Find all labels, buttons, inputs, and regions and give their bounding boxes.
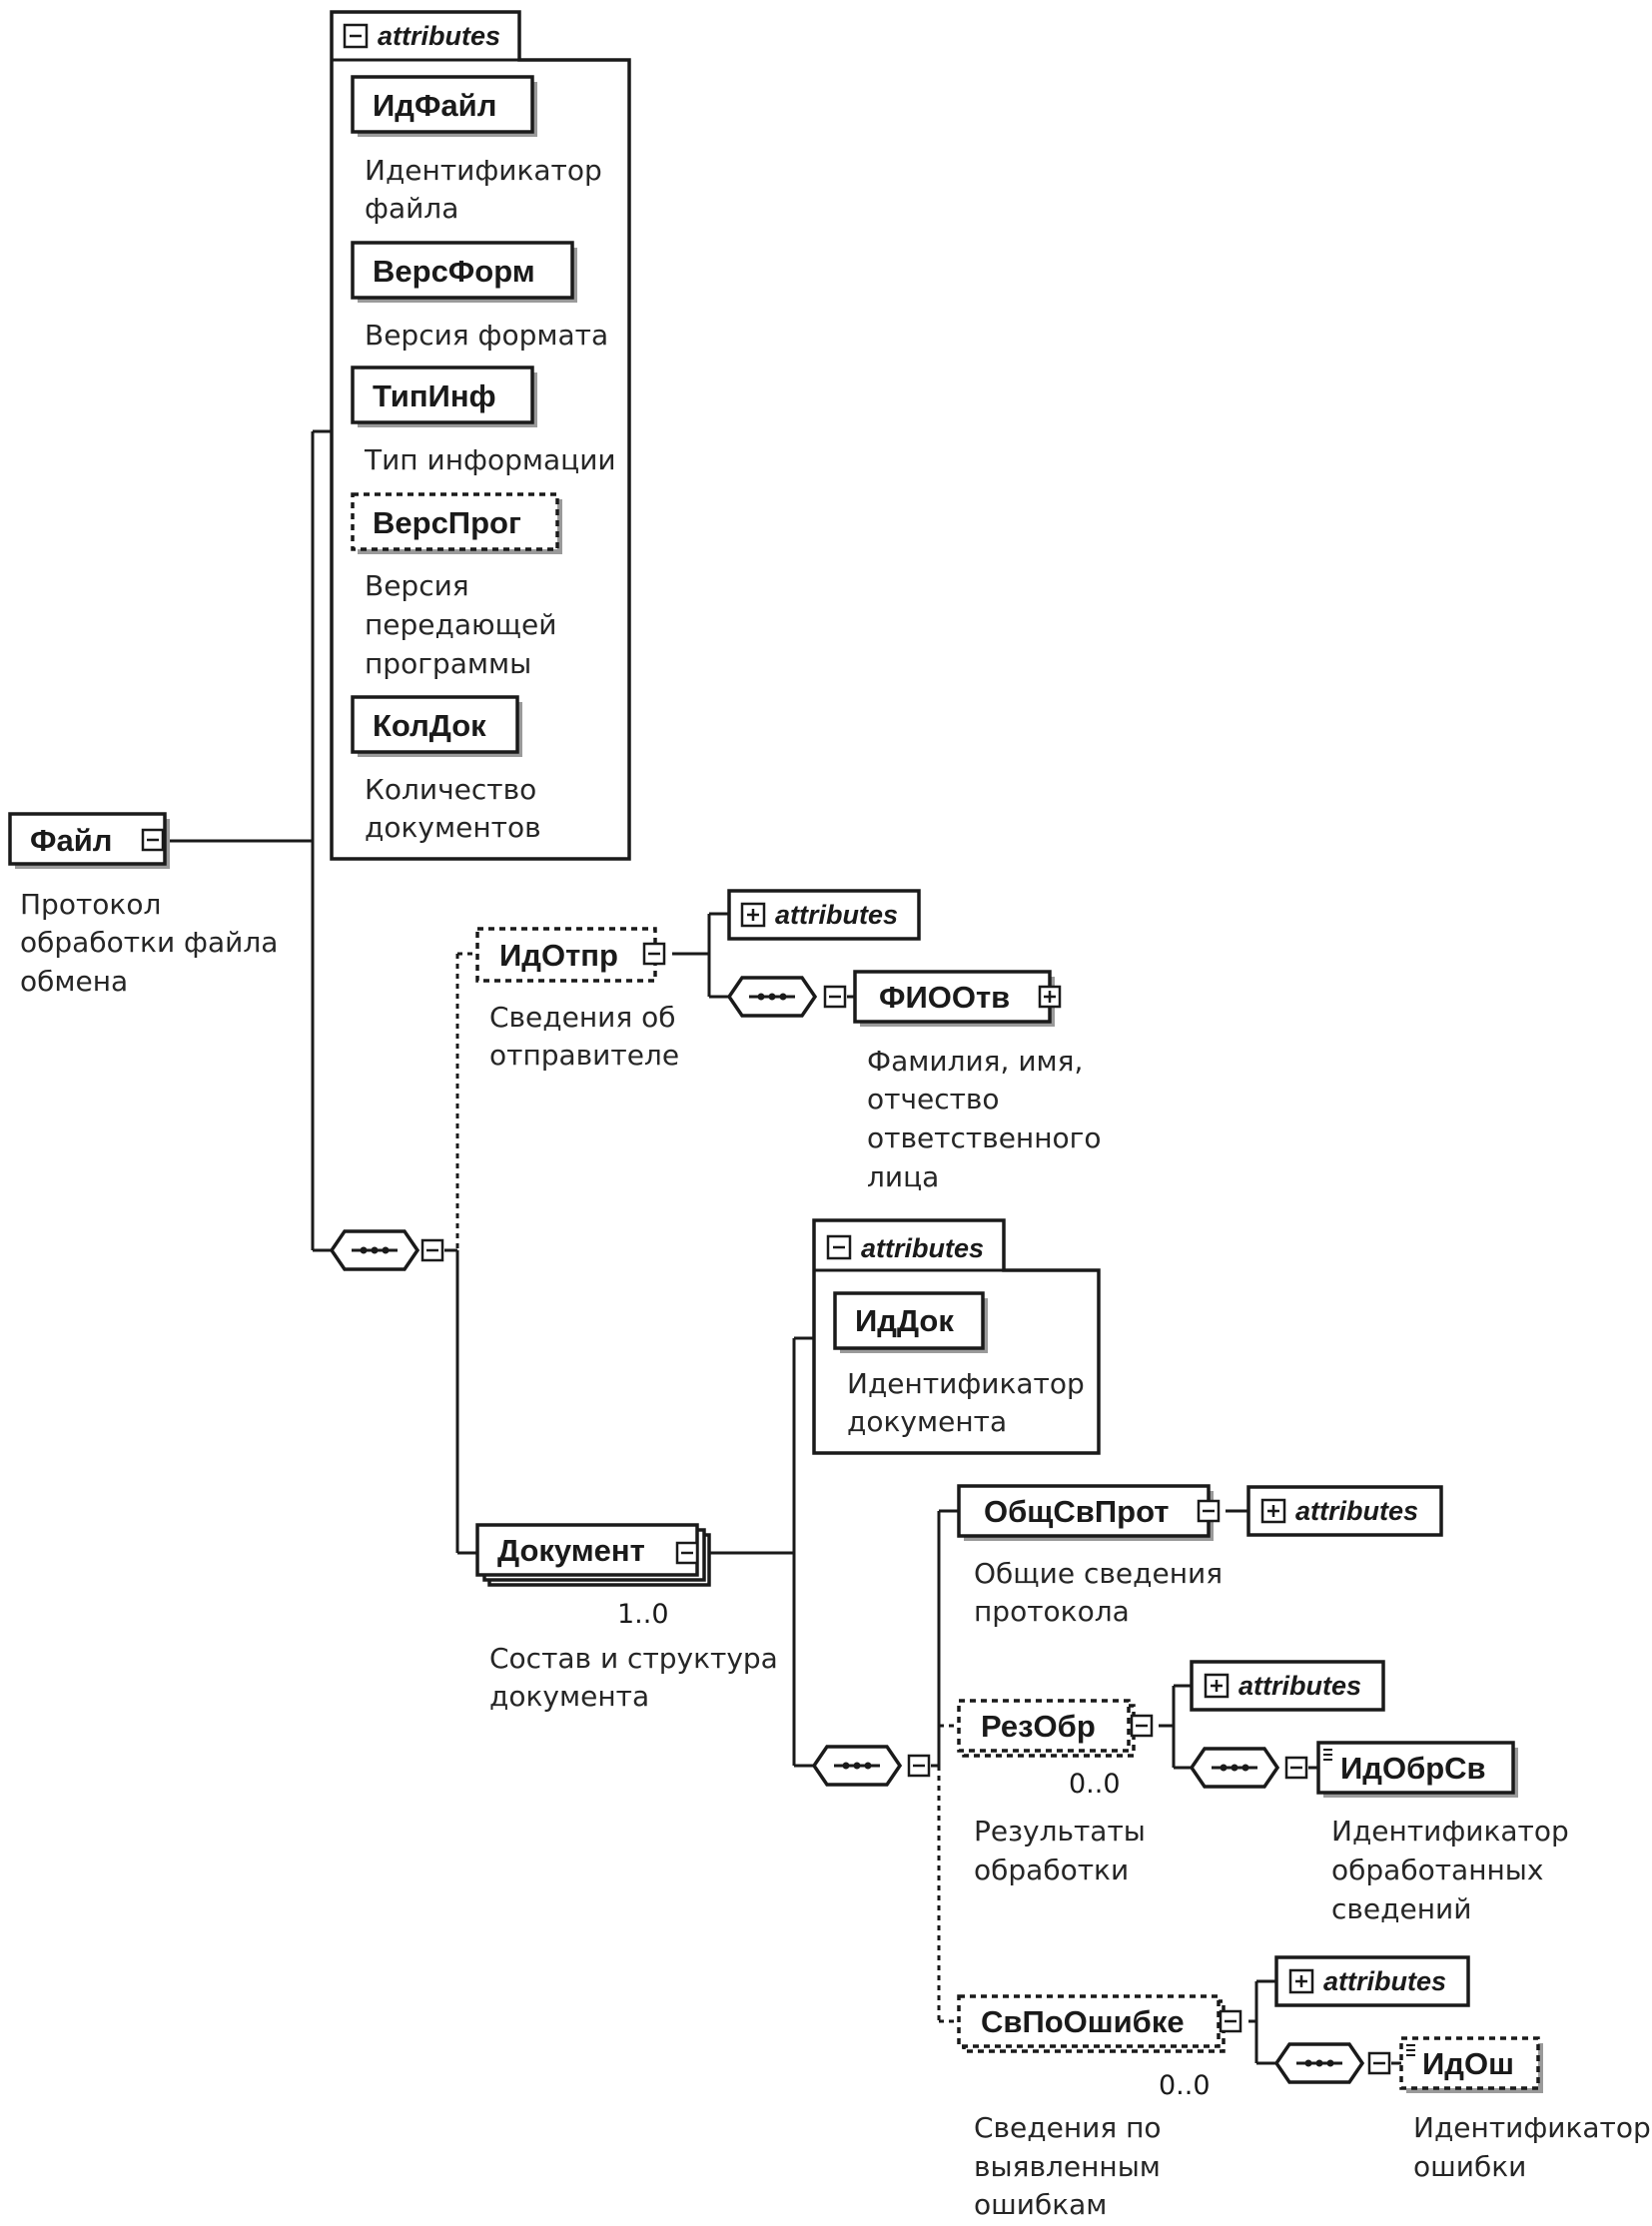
attribute-idfajl[interactable]: ИдФайл [351,75,537,137]
element-dokument-note: Состав и структура документа [489,1642,787,1713]
sequence-compositor[interactable] [1189,1747,1308,1789]
attribute-versprog[interactable]: ВерсПрог [351,492,562,554]
svg-text:ВерсФорм: ВерсФорм [373,254,535,289]
attributes-panel-dokument: attributes ИдДок Идентификатор документа [812,1218,1101,1455]
element-fiootv[interactable]: ФИООтв [853,970,1062,1027]
expand-icon[interactable] [740,902,766,928]
collapse-icon[interactable] [826,1234,852,1260]
collapse-icon[interactable] [420,1238,444,1262]
svg-text:attributes: attributes [1295,1496,1418,1526]
collapse-icon[interactable] [1130,1714,1154,1738]
svg-text:СвПоОшибке: СвПоОшибке [981,2004,1185,2039]
svg-text:ВерсПрог: ВерсПрог [373,505,521,540]
element-svpooshibke[interactable]: СвПоОшибке [957,1994,1242,2053]
svg-text:КолДок: КолДок [373,708,486,743]
attributes-collapsed-svpooshibke[interactable]: attributes [1274,1955,1470,2007]
collapse-icon[interactable] [1197,1499,1221,1523]
sequence-compositor[interactable] [726,976,847,1018]
expand-icon[interactable] [1288,1968,1314,1994]
svg-text:ТипИнф: ТипИнф [373,378,496,413]
simple-type-icon [1406,2044,1415,2056]
svg-text:attributes: attributes [861,1233,984,1263]
collapse-icon[interactable] [343,23,369,49]
collapse-icon[interactable] [907,1754,931,1778]
svg-text:ИдОбрСв: ИдОбрСв [1340,1751,1486,1786]
attribute-iddok-note: Идентификатор документа [847,1367,1094,1438]
element-rezobr-cardinality: 0..0 [1069,1769,1121,1800]
element-rezobr-note: Результаты обработки [974,1815,1155,1886]
element-fajl[interactable]: Файл [8,812,170,869]
svg-text:attributes: attributes [1239,1671,1361,1701]
element-fiootv-note: Фамилия, имя, отчество ответственного ли… [867,1045,1110,1193]
svg-text:attributes: attributes [1323,1966,1446,1996]
collapse-icon[interactable] [141,828,165,852]
attribute-versprog-note: Версия передающей программы [365,569,565,680]
svg-text:ИдОтпр: ИдОтпр [499,938,618,973]
element-dokument[interactable]: Документ [475,1523,711,1587]
sequence-compositor[interactable] [1273,2042,1391,2084]
svg-text:ИдОш: ИдОш [1422,2046,1514,2081]
element-svpooshibke-note: Сведения по выявленным ошибкам [974,2111,1170,2221]
collapse-icon[interactable] [675,1541,699,1565]
element-idotpr-note: Сведения об отправителе [489,1001,684,1072]
element-dokument-cardinality: 1..0 [617,1599,669,1630]
expand-icon[interactable] [1204,1673,1230,1699]
attributes-collapsed-idotpr[interactable]: attributes [727,889,921,941]
svg-text:ФИООтв: ФИООтв [879,980,1010,1015]
attributes-label: attributes [378,21,500,51]
attribute-tipinf[interactable]: ТипИнф [351,366,537,427]
element-obshsvprot-note: Общие сведения протокола [974,1557,1232,1628]
svg-text:РезОбр: РезОбр [981,1709,1096,1744]
element-fajl-name: Файл [30,823,112,858]
svg-text:attributes: attributes [775,900,898,930]
collapse-icon[interactable] [1284,1756,1308,1780]
sequence-compositor[interactable] [811,1745,931,1787]
collapse-icon[interactable] [642,942,666,966]
sequence-compositor[interactable] [329,1229,444,1271]
svg-text:ИдДок: ИдДок [855,1303,954,1338]
element-idosh[interactable]: ИдОш [1399,2036,1543,2093]
simple-type-icon [1323,1749,1332,1761]
element-idosh-note: Идентификатор ошибки [1413,2111,1652,2183]
attribute-koldok-note: Количество документов [365,773,545,844]
collapse-icon[interactable] [823,985,847,1009]
element-obshsvprot[interactable]: ОбщСвПрот [957,1484,1221,1541]
attribute-tipinf-note: Тип информации [364,443,616,476]
attributes-collapsed-rezobr[interactable]: attributes [1190,1660,1385,1712]
attributes-panel-fajl: attributes ИдФайл Идентификатор файла Ве… [330,10,631,861]
element-idobrsv[interactable]: ИдОбрСв [1316,1741,1518,1798]
expand-icon[interactable] [1038,985,1062,1009]
attributes-collapsed-obshsvprot[interactable]: attributes [1246,1485,1443,1537]
attribute-koldok[interactable]: КолДок [351,695,522,757]
element-idobrsv-note: Идентификатор обработанных сведений [1331,1815,1578,1925]
expand-icon[interactable] [1260,1498,1286,1524]
attribute-idfajl-note: Идентификатор файла [365,154,611,225]
element-svpooshibke-cardinality: 0..0 [1159,2070,1211,2101]
svg-text:ОбщСвПрот: ОбщСвПрот [984,1494,1169,1529]
element-rezobr[interactable]: РезОбр [957,1699,1154,1758]
element-idotpr[interactable]: ИдОтпр [475,927,666,983]
attribute-versform[interactable]: ВерсФорм [351,241,577,303]
element-fajl-note: Протокол обработки файла обмена [20,888,287,998]
collapse-icon[interactable] [1219,2009,1242,2033]
attribute-iddok[interactable]: ИдДок [833,1291,988,1353]
svg-text:Документ: Документ [497,1533,645,1568]
svg-text:ИдФайл: ИдФайл [373,88,496,123]
collapse-icon[interactable] [1367,2051,1391,2075]
attribute-versform-note: Версия формата [365,319,608,352]
